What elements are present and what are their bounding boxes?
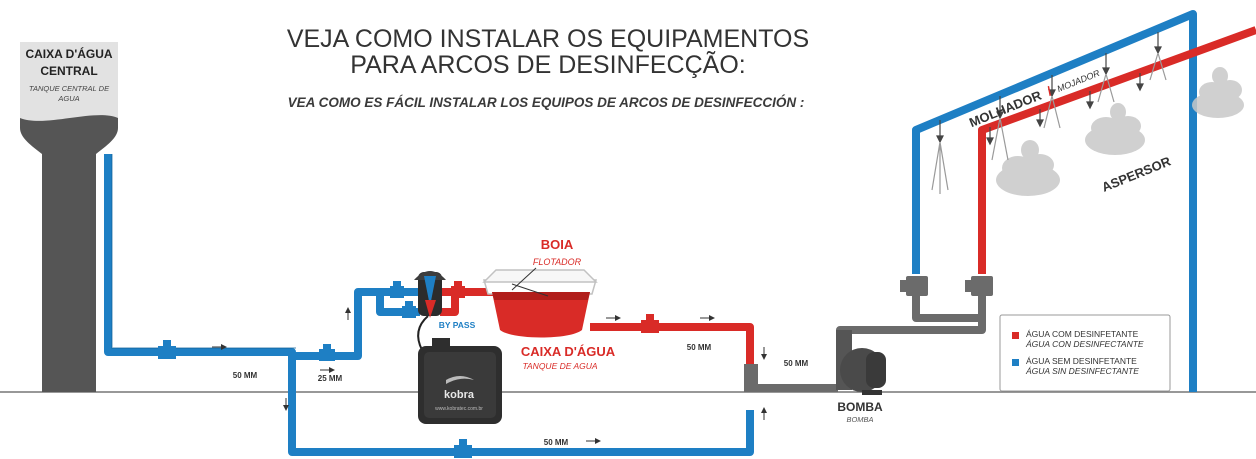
pipe-size-pump-in: 50 MM (784, 359, 809, 368)
legend-item-red-es: ÁGUA CON DESINFECTANTE (1025, 339, 1144, 349)
water-tower-label-line2: CENTRAL (40, 64, 97, 78)
dosing-controller[interactable]: kobra www.kobratec.com.br (418, 338, 502, 424)
float-indicator (511, 267, 549, 297)
dosing-url: www.kobratec.com.br (435, 406, 483, 412)
wetter-separator: / (1045, 83, 1054, 98)
valve-bypass-inlet[interactable] (319, 344, 335, 361)
valve-bypass-top[interactable] (390, 281, 404, 298)
valve-bypass-outlet[interactable] (451, 281, 465, 298)
pump[interactable] (836, 330, 886, 395)
valve-bypass-lower[interactable] (402, 301, 416, 318)
water-tower-label-es-line1: TANQUE CENTRAL DE (29, 84, 110, 93)
red-valves (451, 281, 659, 333)
valve-main[interactable] (158, 340, 176, 359)
bypass-label: BY PASS (439, 320, 476, 330)
dosing-brand: kobra (444, 389, 475, 401)
pipe-size-bottom: 50 MM (544, 438, 569, 447)
pipe-size-tank-out: 50 MM (687, 343, 712, 352)
tank-label: CAIXA D'ÁGUA (521, 344, 616, 359)
legend-swatch-red (1012, 332, 1019, 339)
tank-label-es: TANQUE DE AGUA (522, 361, 597, 371)
title-line1: VEJA COMO INSTALAR OS EQUIPAMENTOS (287, 25, 809, 53)
valve-arch-red[interactable] (965, 276, 993, 296)
valve-tank-outlet[interactable] (641, 314, 659, 333)
sprayer-label: ASPERSOR (1100, 153, 1174, 194)
water-tower-label-es-line2: AGUA (57, 94, 79, 103)
red-nozzles (986, 73, 1144, 146)
dosing-pump (414, 271, 446, 351)
legend-item-blue: ÁGUA SEM DESINFETANTE (1026, 356, 1137, 366)
legend-item-red: ÁGUA COM DESINFETANTE (1026, 329, 1139, 339)
legend: ÁGUA COM DESINFETANTE ÁGUA CON DESINFECT… (999, 314, 1171, 392)
water-tank (482, 269, 598, 338)
pipe-size-bypass: 25 MM (318, 374, 343, 383)
float-label-es: FLOTADOR (533, 257, 582, 267)
spray-clouds (996, 67, 1244, 196)
valve-bottom[interactable] (454, 439, 472, 458)
subtitle: VEA COMO ES FÁCIL INSTALAR LOS EQUIPOS D… (288, 95, 805, 110)
flow-arrows (212, 307, 767, 444)
water-tower-label-line1: CAIXA D'ÁGUA (25, 46, 112, 61)
float-label: BOIA (541, 237, 574, 252)
pipe-size-main: 50 MM (233, 371, 258, 380)
legend-swatch-blue (1012, 359, 1019, 366)
title-line2: PARA ARCOS DE DESINFECÇÃO: (350, 50, 745, 79)
legend-item-blue-es: ÁGUA SIN DESINFECTANTE (1025, 366, 1139, 376)
pump-label-es: BOMBA (846, 415, 873, 424)
valve-arch-blue[interactable] (900, 276, 928, 296)
blue-valves (158, 281, 472, 458)
blue-nozzles (931, 32, 1167, 194)
pump-label: BOMBA (837, 400, 883, 414)
arch-valves (900, 276, 993, 296)
water-tower: CAIXA D'ÁGUA CENTRAL TANQUE CENTRAL DE A… (20, 42, 118, 392)
